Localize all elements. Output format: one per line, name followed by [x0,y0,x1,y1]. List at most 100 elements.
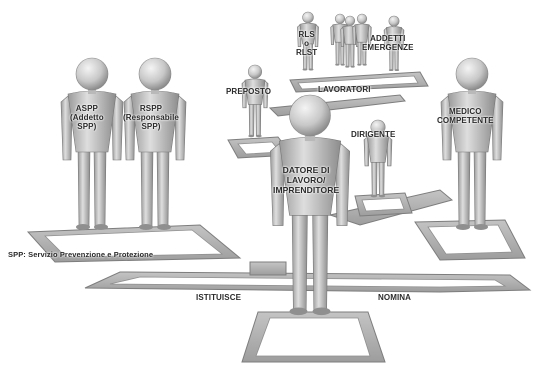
left-leg [357,40,362,65]
head [289,94,331,137]
head [247,64,263,79]
left-leg [140,147,154,228]
label-aspp-line3: SPP) [77,122,97,131]
right-foot [394,69,400,72]
label-datore-di-lavoro: DATORE DI LAVORO/ IMPRENDITORE [273,165,339,195]
right-foot [94,224,108,230]
torso [299,22,317,45]
label-addetti-line1: ADDETTI [370,34,406,43]
head [356,13,368,24]
left-foot [456,224,470,230]
path-spp-platform [26,224,242,263]
label-rspp-line2: (Responsabile [123,113,179,122]
torso [130,90,180,153]
left-foot [335,63,340,66]
right-leg [312,209,329,312]
figure-medico [440,57,504,230]
head [370,119,386,135]
label-dirigente: DIRIGENTE [351,130,395,139]
label-medico-competente: MEDICO COMPETENTE [437,107,494,125]
figure-lavoratore-5 [383,15,405,72]
label-datore-line2: LAVORO/ [286,175,326,185]
label-rls-line3: RLST [296,48,318,57]
label-preposto: PREPOSTO [226,87,271,96]
head [334,13,346,24]
left-leg [335,40,340,65]
path-lavoratori-platform [289,71,429,93]
torso [278,136,342,216]
left-foot [302,68,308,71]
label-medico-line1: MEDICO [448,107,482,116]
label-lavoratori-line1: LAVORATORI [318,85,371,94]
right-foot [340,63,345,66]
label-dirigente-line1: DIRIGENTE [351,130,396,139]
label-rspp-line3: SPP) [141,122,161,131]
torso [244,78,266,105]
label-datore-line1: DATORE DI [282,165,330,175]
left-leg [371,160,378,197]
left-foot [289,307,308,316]
right-leg [255,102,262,137]
neck [468,87,476,94]
figures-layer [60,11,504,316]
right-leg [350,42,355,67]
figure-rspp [123,57,187,230]
label-lavoratori: LAVORATORI [318,85,371,94]
right-foot [255,134,262,138]
head [138,57,172,91]
connector-paths [26,71,532,363]
path-to-dirigente [328,189,454,226]
head [388,15,400,27]
right-foot [350,65,355,68]
right-foot [312,307,331,316]
label-rspp: RSPP (Responsabile SPP) [123,104,179,131]
label-medico-line2: COMPETENTE [437,116,494,125]
left-leg [291,209,308,312]
label-aspp-line2: (Addetto [70,113,104,122]
left-leg [248,102,255,137]
label-nomina: NOMINA [378,293,412,302]
right-foot [474,224,488,230]
figure-preposto [241,64,269,138]
label-rspp-line1: RSPP [139,104,163,113]
right-leg [156,147,170,228]
left-foot [76,224,90,230]
torso [354,23,370,43]
head [455,57,489,91]
left-leg [77,147,91,228]
label-rls-line2: o [304,39,310,48]
torso [447,90,497,153]
label-addetti-line2: EMERGENZE [362,43,414,52]
left-leg [457,147,471,228]
figure-lavoratore-4 [352,13,372,66]
label-addetti-emergenze: ADDETTI EMERGENZE [362,34,414,52]
path-lower-band [84,271,532,293]
right-foot [308,68,314,71]
path-medico-platform [414,219,526,261]
label-preposto-line1: PREPOSTO [226,87,272,96]
neck [304,132,316,142]
label-aspp-line1: ASPP [75,104,98,113]
left-foot [139,224,153,230]
right-foot [157,224,171,230]
right-foot [362,63,367,66]
label-rls: RLS o RLST [296,30,317,57]
head [75,57,109,91]
label-istituisce: ISTITUISCE [196,293,242,302]
torso [366,134,390,163]
right-leg [473,147,487,228]
figure-dirigente [363,119,393,198]
left-foot [248,134,255,138]
head [302,11,314,24]
left-foot [388,69,394,72]
label-spp-caption: SPP: Servizio Prevenzione e Protezione [8,250,154,259]
label-aspp: ASPP (Addetto SPP) [70,104,104,131]
torso [67,90,117,153]
figure-lavoratore-1 [297,11,319,71]
path-datore-base [241,311,386,363]
figure-aspp [60,57,124,230]
right-foot [378,194,386,198]
right-leg [93,147,107,228]
